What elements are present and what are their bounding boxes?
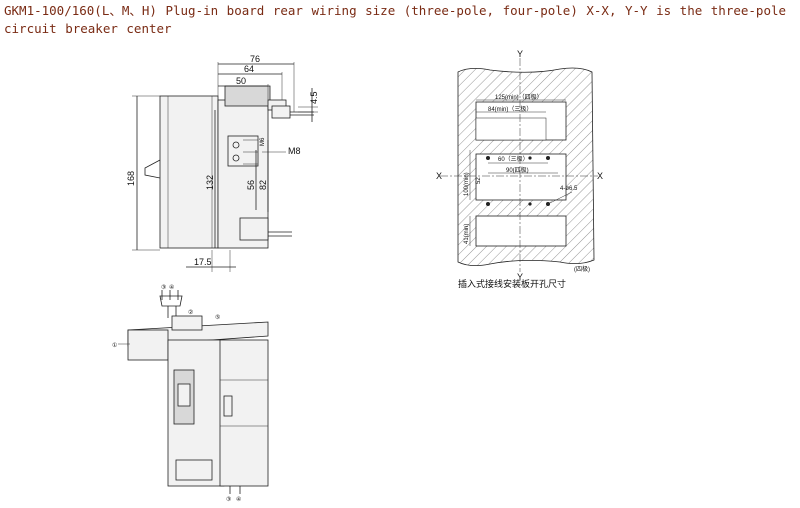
mount-hole — [486, 202, 490, 206]
cutout-title: 插入式接线安装板开孔尺寸 — [458, 278, 566, 290]
breaker-body-front — [159, 95, 219, 249]
side-view: 76 64 50 4.5 M6 M8 56 82 132 168 17.5 — [126, 54, 319, 272]
callout-3: ③ — [161, 284, 166, 291]
dim-4-5: 4.5 — [309, 91, 319, 104]
dim-84: 84(min)（三极） — [488, 105, 532, 113]
axis-x-right: X — [597, 171, 603, 181]
dim-76: 76 — [250, 54, 260, 64]
callout-5: ⑤ — [215, 314, 220, 321]
dim-90: 90(四极) — [506, 166, 529, 174]
label-m8: M8 — [288, 146, 301, 156]
mount-hole — [546, 156, 550, 160]
axis-y-bottom: Y — [517, 272, 523, 282]
dim-17-5: 17.5 — [194, 257, 212, 267]
callout-3-bottom: ③ — [226, 496, 231, 503]
handle-lever — [144, 159, 161, 179]
dim-125: 125(min)（四极） — [495, 93, 543, 101]
figure-caption: GKM1-100/160(L、M、H) Plug-in board rear w… — [4, 3, 787, 36]
dim-41: 41(min) — [464, 224, 470, 244]
terminal-stud — [271, 105, 291, 119]
dim-168: 168 — [126, 171, 136, 186]
dim-60: 60（三极） — [498, 155, 529, 163]
dim-56: 56 — [246, 180, 256, 190]
dim-132: 132 — [205, 175, 215, 190]
dim-82: 82 — [258, 180, 268, 190]
callout-4-bottom: ④ — [236, 496, 241, 503]
callout-2: ② — [188, 309, 193, 316]
dim-52: 52 — [476, 177, 482, 184]
middle-cutout — [475, 153, 567, 201]
callout-1: ① — [112, 342, 117, 349]
terminal-block — [227, 135, 259, 167]
mounting-plate — [224, 85, 271, 107]
lower-cutout — [475, 215, 567, 247]
axis-x-left: X — [436, 171, 442, 181]
axis-y-top: Y — [517, 49, 523, 59]
dim-100: 100(min) — [464, 172, 470, 196]
mount-hole — [486, 156, 490, 160]
callout-4: ④ — [169, 284, 174, 291]
dim-50: 50 — [236, 76, 246, 86]
holes-label: 4-ø6.5 — [560, 186, 578, 192]
assembly-view: ③ ④ ① ② ⑤ ③ ④ — [112, 284, 269, 503]
dim-64: 64 — [244, 64, 254, 74]
label-m6: M6 — [260, 137, 266, 146]
panel-cutout-drawing: Y Y X X 125(min)（四极） 84(min)（三极） 60（三极） … — [436, 49, 603, 290]
pole-tag: (四极) — [574, 265, 590, 273]
